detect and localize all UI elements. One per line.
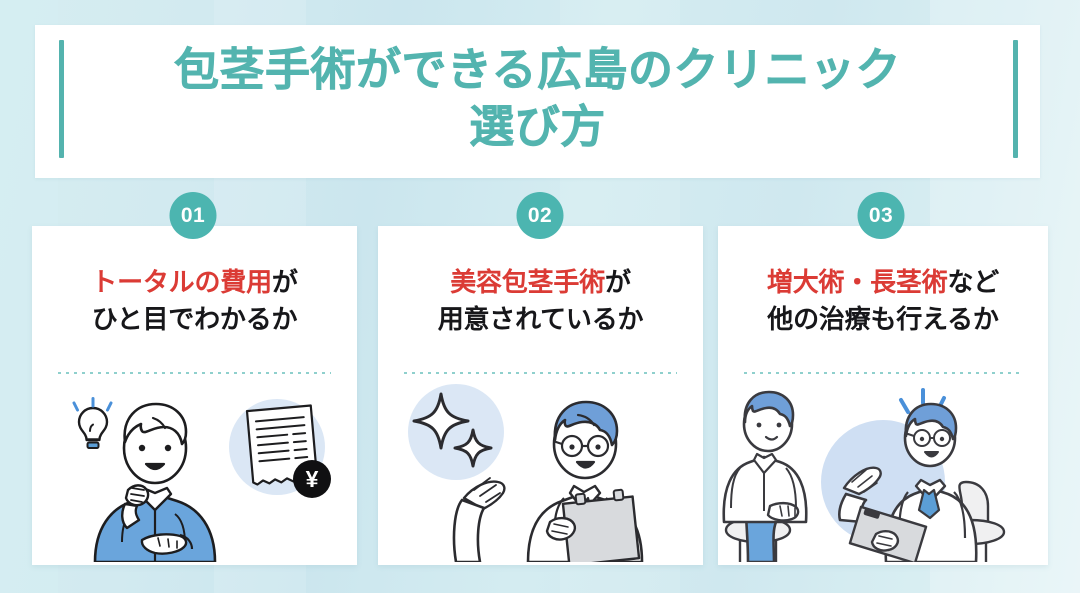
title-panel: 包茎手術ができる広島のクリニック 選び方 [35,25,1040,178]
card-01-heading-line2: ひと目でわかるか [91,304,298,334]
card-03-divider [744,372,1022,374]
card-01-heading-line1: トータルの費用が [46,264,343,301]
card-01-heading-rest: が [271,267,298,297]
yen-icon: ¥ [306,466,319,492]
doctor-with-clipboard-and-sparkles-illustration [378,382,703,562]
card-badge-03: 03 [857,192,905,239]
card-02-heading-line1: 美容包茎手術が [392,264,689,301]
card-badge-02: 02 [516,192,564,239]
card-01-heading: トータルの費用が ひと目でわかるか [46,264,343,338]
card-03: 増大術・長茎術など 他の治療も行えるか [718,226,1048,565]
card-02-heading-line2: 用意されているか [437,304,644,334]
card-03-heading-rest: など [947,267,1000,297]
card-02-highlight: 美容包茎手術 [450,267,605,297]
card-02: 美容包茎手術が 用意されているか [378,226,703,565]
card-03-heading-line2: 他の治療も行えるか [767,304,999,334]
card-03-highlight: 増大術・長茎術 [766,267,948,297]
card-03-heading-line1: 増大術・長茎術など [732,264,1034,301]
card-01: トータルの費用が ひと目でわかるか [32,226,357,565]
card-03-heading: 増大術・長茎術など 他の治療も行えるか [732,264,1034,338]
card-01-divider [58,372,331,374]
page-title: 包茎手術ができる広島のクリニック 選び方 [105,41,970,155]
page-title-line1: 包茎手術ができる広島のクリニック [173,44,902,96]
card-badge-01: 01 [169,192,217,239]
card-02-heading: 美容包茎手術が 用意されているか [392,264,689,338]
man-with-lightbulb-and-receipt-illustration: ¥ [32,382,357,562]
title-accent-bar-right [1013,40,1018,158]
page-title-line2: 選び方 [469,101,606,153]
card-02-heading-rest: が [605,267,631,297]
card-list: 01 02 03 トータルの費用が ひと目でわかるか [0,192,1080,572]
doctor-consultation-with-patient-illustration [718,382,1048,562]
card-02-divider [404,372,677,374]
title-accent-bar-left [59,40,64,158]
card-01-highlight: トータルの費用 [91,267,272,297]
